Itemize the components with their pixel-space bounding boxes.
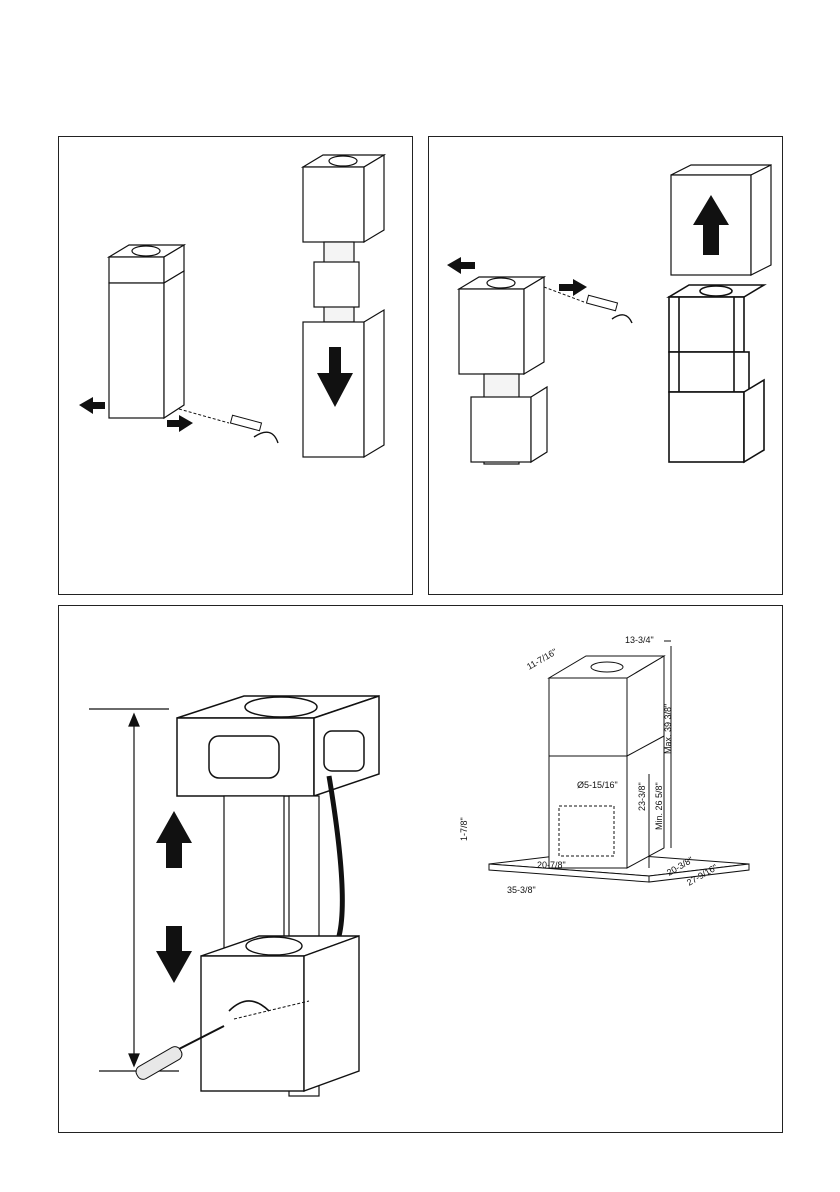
dimension-drawing bbox=[489, 641, 749, 882]
down-arrow-icon bbox=[156, 926, 192, 983]
screwdriver-icon bbox=[179, 409, 278, 443]
chimney-frame-assembly bbox=[459, 277, 547, 464]
dim-max-height: Max. 39 3/8" bbox=[663, 704, 673, 754]
height-dimension-line bbox=[89, 709, 179, 1071]
motor-housing bbox=[201, 936, 359, 1091]
right-arrow-icon bbox=[167, 415, 193, 432]
dim-base-thickness: 1-7/8" bbox=[459, 817, 469, 841]
right-arrow-icon bbox=[559, 279, 587, 296]
screwdriver-icon bbox=[544, 287, 632, 323]
lower-cover-illustration bbox=[59, 137, 414, 596]
dim-top-width: 13-3/4" bbox=[625, 635, 654, 645]
internal-frame bbox=[669, 285, 764, 462]
dim-duct-diameter: Ø5-15/16" bbox=[577, 780, 618, 790]
panel-adjust-height: 13-3/4" 11-7/16" Max. 39 3/8" Min. 26 5/… bbox=[58, 605, 783, 1133]
upper-cover-illustration bbox=[429, 137, 784, 596]
height-adjust-illustration: 13-3/4" 11-7/16" Max. 39 3/8" Min. 26 5/… bbox=[59, 606, 784, 1134]
dim-inner-width: 20-7/8" bbox=[537, 860, 566, 870]
dim-base-width: 35-3/8" bbox=[507, 885, 536, 895]
left-arrow-icon bbox=[79, 397, 105, 414]
frame-top-bracket bbox=[177, 696, 379, 796]
panel-remove-lower-cover bbox=[58, 136, 413, 595]
panel-remove-upper-cover bbox=[428, 136, 783, 595]
dim-lower-height: 23-3/8" bbox=[637, 782, 647, 811]
chimney-assembled bbox=[109, 245, 184, 418]
dim-top-depth: 11-7/16" bbox=[525, 647, 559, 672]
dim-min-height: Min. 26 5/8" bbox=[654, 782, 664, 830]
up-arrow-icon bbox=[156, 811, 192, 868]
left-arrow-icon bbox=[447, 257, 475, 274]
chimney-exploded bbox=[303, 155, 384, 457]
